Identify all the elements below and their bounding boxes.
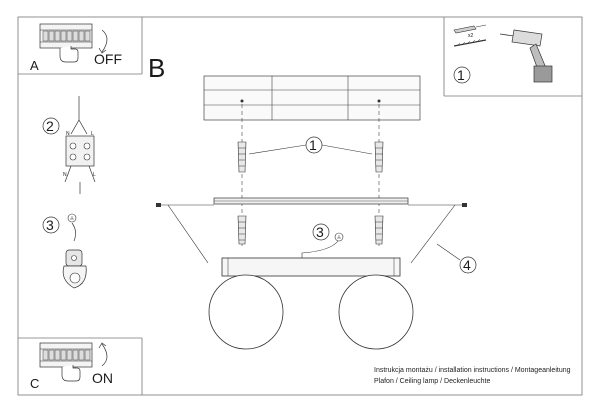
panel-a-word: OFF xyxy=(94,51,122,67)
panel-c-word: ON xyxy=(92,370,113,386)
panel-c-letter: C xyxy=(30,376,39,391)
step-4-callout-ring xyxy=(459,256,477,274)
earth-symbol-center-icon xyxy=(334,232,344,242)
ceiling-illustration xyxy=(203,75,421,121)
side-hook-left xyxy=(156,203,161,207)
step-1-right-callout-ring xyxy=(453,66,471,84)
upper-wall-plug-left xyxy=(237,141,247,173)
terminal-l-lower: L xyxy=(93,172,96,178)
footer-title: Instrukcja montażu / installation instru… xyxy=(374,367,571,374)
step-1-center-callout: 1 xyxy=(309,137,317,153)
step-3-left-callout: 3 xyxy=(46,217,54,233)
fixing-quantity: x2 xyxy=(468,33,474,39)
step-4-leader xyxy=(436,243,461,261)
lower-wall-plug-right xyxy=(374,215,384,245)
footer-product: Plafon / Ceiling lamp / Deckenleuchte xyxy=(374,378,491,385)
terminal-l-upper: L xyxy=(91,131,94,137)
panel-a-letter: A xyxy=(30,58,39,73)
step-2-callout: 2 xyxy=(46,118,54,134)
terminal-n-upper: N xyxy=(66,131,70,137)
step-1-right-callout: 1 xyxy=(457,67,465,83)
upper-wall-plug-right xyxy=(374,141,384,173)
earth-symbol-icon xyxy=(67,213,77,223)
earth-bracket-illustration xyxy=(62,222,87,289)
step-3-left-callout-ring xyxy=(42,216,60,234)
wall-plug-icon xyxy=(453,24,487,34)
step-3-center-callout-ring xyxy=(312,223,330,241)
drill-icon xyxy=(499,29,553,83)
drill-axis-lines xyxy=(241,104,380,246)
step-2-callout-ring xyxy=(42,117,60,135)
step-4-callout: 4 xyxy=(463,257,471,273)
lamp-globe-left xyxy=(208,274,284,350)
screw-icon xyxy=(453,38,487,47)
step-1-leader-left xyxy=(248,144,307,155)
step-1-leader-right xyxy=(321,144,373,155)
mounting-bracket xyxy=(213,197,409,205)
panel-b-letter: B xyxy=(148,53,165,83)
earth-wire-center xyxy=(301,240,339,259)
terminal-n-lower: N xyxy=(63,172,67,178)
fuse-box-on-illustration xyxy=(39,342,108,382)
step-3-center-callout: 3 xyxy=(316,224,324,240)
side-hook-right xyxy=(462,203,467,207)
lamp-globe-right xyxy=(338,274,414,350)
side-wires xyxy=(160,204,462,264)
page-frame xyxy=(17,16,583,396)
terminal-block-illustration xyxy=(64,96,96,194)
fuse-box-off-illustration xyxy=(39,23,108,63)
step-1-center-callout-ring xyxy=(305,136,323,154)
lower-wall-plug-left xyxy=(237,215,247,245)
